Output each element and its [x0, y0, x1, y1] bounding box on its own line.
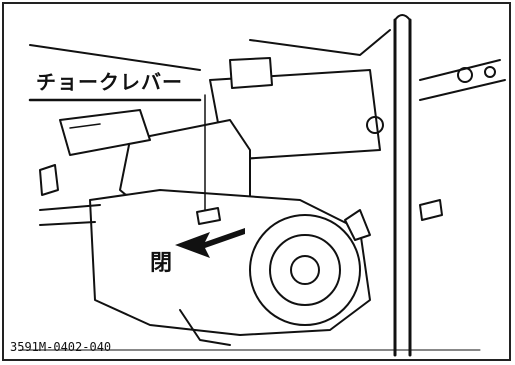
recoil-starter [249, 214, 361, 326]
frame-line-top [29, 44, 201, 71]
choke-lever [196, 207, 221, 225]
figure-code: 3591M-0402-040 [10, 340, 112, 354]
close-arrow [175, 228, 245, 258]
figure-frame [2, 2, 511, 361]
choke-lever-label: チョークレバー [36, 70, 183, 94]
closed-label: 閉 [150, 251, 173, 276]
